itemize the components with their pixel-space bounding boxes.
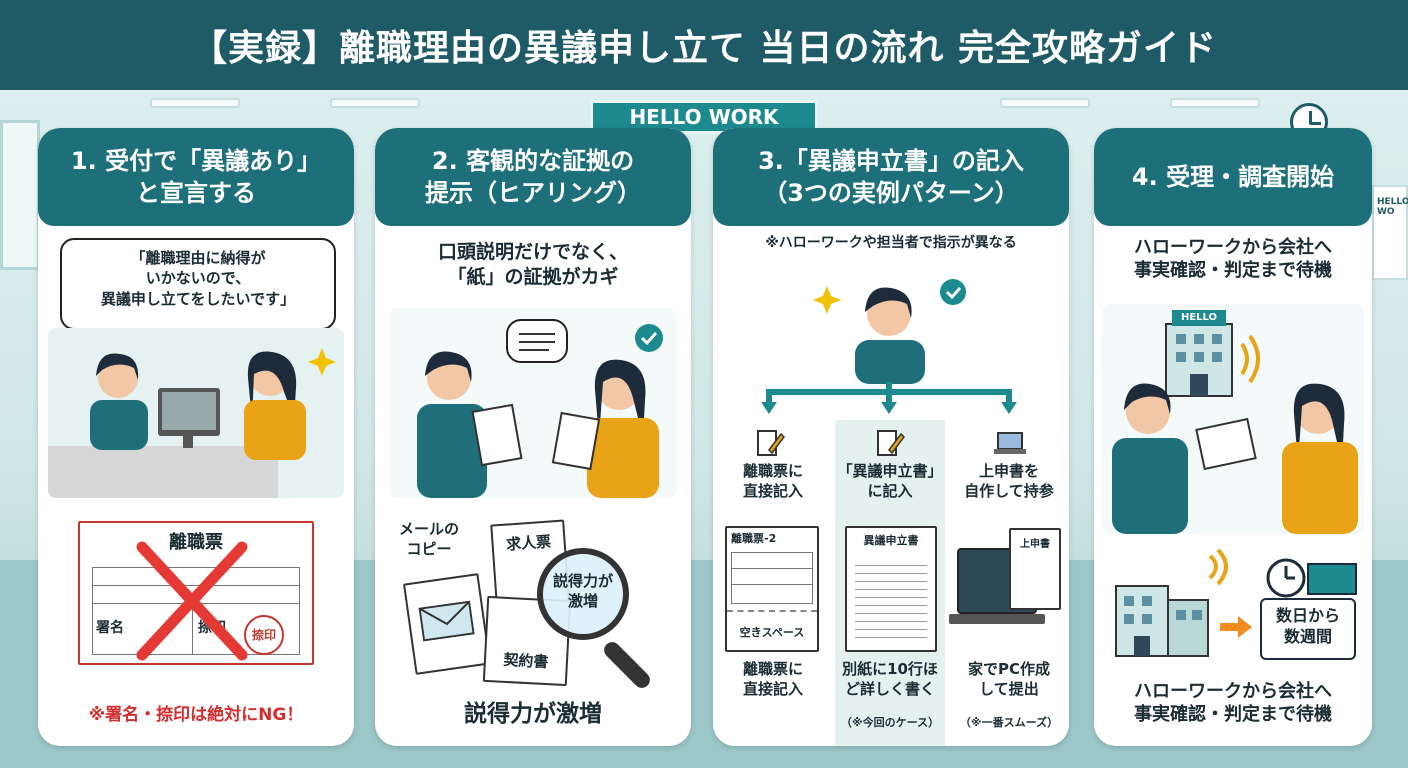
reception-scene [48, 328, 344, 498]
contract-label: 契約書 [502, 650, 549, 672]
pencil-icon [757, 430, 785, 456]
option-1-doc: 離職票-2 空きスペース [725, 526, 819, 652]
arrow-right-icon [1220, 616, 1252, 638]
laptop-icon [994, 432, 1026, 454]
option-2-label: 「異議申立書」 に記入 [837, 462, 943, 500]
staff-illustration [761, 279, 1017, 414]
speech-bubble: 「離職理由に納得が いかないので、 異議申し立てをしたいです」 [60, 238, 336, 330]
step-3-note: ※ハローワークや担当者で指示が異なる [765, 235, 1017, 251]
option-3-label: 上申書を 自作して持参 [964, 462, 1054, 500]
header-bar: 【実録】離職理由の異議申し立て 当日の流れ 完全攻略ガイド [0, 0, 1408, 90]
cross-out-mark [136, 541, 248, 661]
clock-calendar-icon [1266, 558, 1357, 598]
pencil-icon [877, 430, 905, 456]
envelope-icon [418, 600, 475, 642]
mail-copy-label: メールの コピー [399, 520, 460, 558]
side-hello-work-sign: HELLO WO [1372, 185, 1408, 280]
option-2-doc-title: 異議申立書 [863, 534, 919, 547]
step-4-title: 4. 受理・調査開始 [1094, 128, 1372, 226]
step-2-title: 2. 客観的な証拠の 提示（ヒアリング） [375, 128, 691, 226]
option-2-desc: 別紙に10行ほ ど詳しく書く [842, 660, 938, 698]
mail-copy-doc [402, 573, 492, 675]
step-2-lead: 口頭説明だけでなく、 「紙」の証拠がカギ [437, 241, 628, 288]
option-1-doc-title: 離職票-2 [731, 532, 777, 545]
handover-scene [1102, 304, 1364, 534]
magnifier-icon: 説得力が 激増 [537, 548, 629, 640]
stamp-mark: 捺印 [244, 615, 284, 655]
rishokuhyo-form: 離職票 署名 捺印 捺印 [78, 521, 314, 665]
wait-period-box: 数日から 数週間 [1260, 598, 1356, 660]
page-title: 【実録】離職理由の異議申し立て 当日の流れ 完全攻略ガイド [190, 28, 1218, 69]
office-building-icon [1115, 585, 1209, 657]
hello-work-sign: HELLO WORK [590, 100, 818, 134]
step-2-footer: 説得力が激増 [464, 701, 602, 727]
warning-text: ※署名・捺印は絶対にNG！ [88, 705, 304, 725]
step-card-1: 1. 受付で「異議あり」 と宣言する 「離職理由に納得が いかないので、 異議申… [38, 128, 354, 746]
option-2-doc: 異議申立書 [845, 526, 937, 652]
step-3-title: 3.「異議申立書」の記入 （3つの実例パターン） [713, 128, 1069, 226]
step-card-2: 2. 客観的な証拠の 提示（ヒアリング） 口頭説明だけでなく、 「紙」の証拠がカ… [375, 128, 691, 746]
option-3-desc: 家でPC作成 して提出 [967, 660, 1050, 698]
option-3-doc: 上申書 [1009, 528, 1061, 610]
form-sign-label: 署名 [96, 620, 124, 636]
signal-icon [1208, 548, 1228, 586]
option-1-doc-sub: 空きスペース [739, 626, 805, 639]
form-title: 離職票 [169, 532, 223, 553]
step-1-title: 1. 受付で「異議あり」 と宣言する [38, 128, 354, 226]
step-card-3: 3.「異議申立書」の記入 （3つの実例パターン） ※ハローワークや担当者で指示が… [713, 128, 1069, 746]
step-4-lead: ハローワークから会社へ 事実確認・判定まで待機 [1134, 237, 1332, 282]
option-3-doc-title: 上申書 [1020, 539, 1050, 550]
job-ad-label: 求人票 [505, 532, 552, 554]
building-sign: HELLO [1180, 312, 1218, 323]
laptop-base [949, 614, 1045, 624]
option-2-remark: （※今回のケース） [840, 716, 940, 729]
option-1-label: 離職票に 直接記入 [742, 462, 803, 500]
step-4-footer: ハローワークから会社へ 事実確認・判定まで待機 [1134, 681, 1332, 726]
option-3-remark: （※一番スムーズ） [959, 716, 1059, 729]
magnifier-handle [600, 638, 654, 692]
magnifier-text: 説得力が 激増 [552, 572, 613, 610]
step-card-4: 4. 受理・調査開始 ハローワークから会社へ 事実確認・判定まで待機 HELLO [1094, 128, 1372, 746]
option-1-desc: 離職票に 直接記入 [742, 660, 803, 698]
hearing-scene [389, 308, 677, 498]
